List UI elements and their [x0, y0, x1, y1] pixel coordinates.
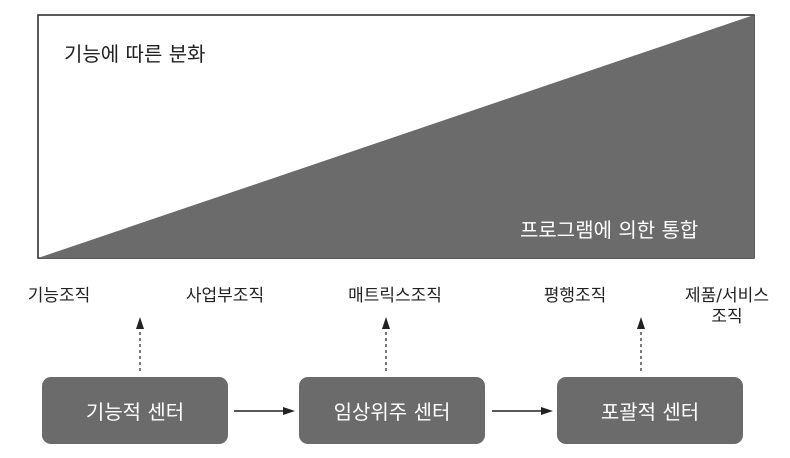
structure-label-functional: 기능조직	[27, 286, 91, 306]
flow-arrow-2	[492, 407, 553, 415]
dashed-arrow-2	[382, 317, 390, 371]
integration-label: 프로그램에 의한 통합	[520, 218, 699, 242]
structure-label-matrix: 매트릭스조직	[348, 286, 442, 306]
clinical-center-box: 임상위주 센터	[299, 377, 485, 444]
structure-label-divisional: 사업부조직	[185, 286, 265, 306]
structure-label-product-service: 제품/서비스 조직	[685, 286, 769, 327]
flow-arrow-1	[234, 407, 295, 415]
comprehensive-center-box: 포괄적 센터	[557, 377, 743, 444]
dashed-arrow-1	[136, 317, 144, 371]
dashed-arrow-3	[637, 317, 645, 371]
differentiation-label: 기능에 따른 분화	[64, 42, 206, 66]
structure-label-parallel: 평행조직	[543, 286, 607, 306]
functional-center-box: 기능적 센터	[42, 377, 228, 444]
integration-wedge	[38, 15, 754, 258]
